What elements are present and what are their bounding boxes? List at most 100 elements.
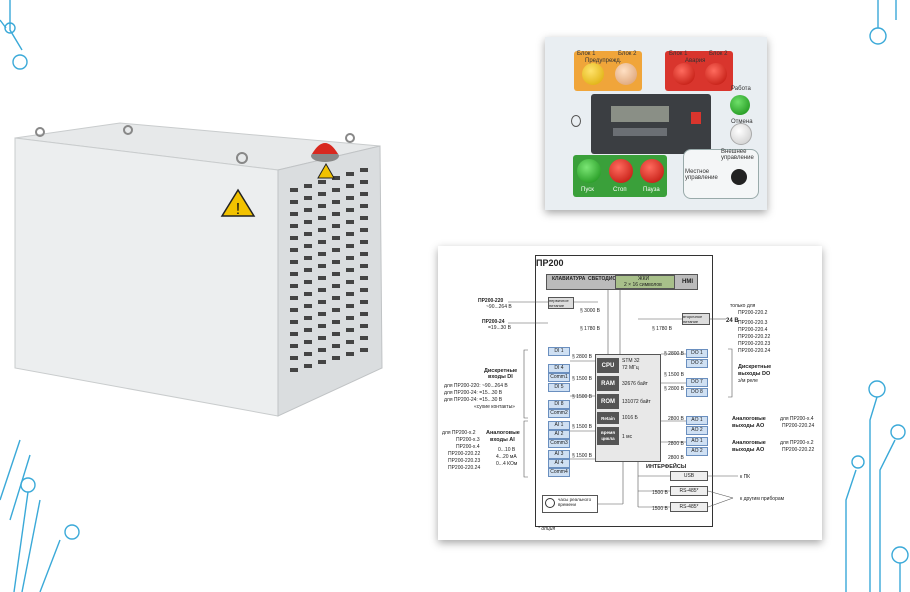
ai-iso-1: § 1500 В: [572, 424, 593, 430]
ai-label-2: входы AI: [490, 437, 515, 443]
pause-button: [640, 159, 664, 183]
retain-label: Retain: [597, 412, 619, 424]
rom-value: 131072 байт: [622, 399, 651, 405]
di-note-2: для ПР200-24: =15...30 В: [444, 390, 503, 396]
di-box-1: DI 1: [548, 347, 570, 356]
do-box-2: DO 2: [686, 359, 708, 368]
ao-label-b: Аналоговые: [732, 440, 766, 446]
di-label: Дискретные: [484, 368, 518, 374]
pr220-range: ~90...264 В: [486, 304, 512, 310]
do-box-7: DO 7: [686, 378, 708, 387]
ai-label: Аналоговые: [486, 430, 520, 436]
ai-note-6: ПР200-220.24: [448, 465, 481, 471]
only-for-1: ПР200-220.2: [738, 310, 768, 316]
ram-value: 32676 байт: [622, 381, 648, 387]
work-label: Работа: [731, 86, 751, 92]
ai-iso-2: § 1500 В: [572, 453, 593, 459]
do-label: Дискретные: [738, 364, 772, 370]
cycle-value: 1 мс: [622, 434, 633, 440]
cabinet-enclosure-image: !: [14, 122, 383, 417]
rs485-box-2: RS-485*: [670, 502, 708, 512]
secondary-power-box: [682, 313, 710, 325]
do-sub: э/м реле: [738, 378, 758, 384]
di-comm-1: Comm1: [548, 373, 570, 382]
only-for: только для: [730, 303, 756, 309]
di-label-2: входы DI: [488, 374, 513, 380]
ai-range-2: 4...20 мА: [496, 454, 517, 460]
ao-note-1: для ПР200-х.4: [780, 416, 814, 422]
only-for-4: ПР200-220.22: [738, 334, 771, 340]
power-out: 24 В: [726, 318, 739, 324]
ai-note-5: ПР200-220.23: [448, 458, 481, 464]
di-note-3: для ПР200-24: =15...30 В: [444, 397, 503, 403]
ai-range-1: 0...10 В: [498, 447, 516, 453]
cancel-label: Отмена: [731, 119, 753, 125]
di-iso-3: § 1500 В: [572, 394, 593, 400]
red-lamp-1: [673, 63, 695, 85]
do-box-1: DO 1: [686, 349, 708, 358]
ai-box-2: AI 2: [548, 430, 570, 439]
retain-value: 1016 Б: [622, 415, 638, 421]
yellow-lamp-1: [582, 63, 604, 85]
control-panel-photo: Блок 1 Блок 2 Предупрежд. Блок 1 Блок 2 …: [545, 37, 767, 210]
pr220-label: ПР200-220: [478, 298, 504, 304]
yellow-lamp-2: [615, 63, 637, 85]
ao-box-4: AO 2: [686, 447, 708, 456]
pr200-block-diagram: ПР200 КЛАВИАТУРА СВЕТОДИОДЫ ЖКИ 2 × 16 с…: [438, 246, 822, 540]
start-button: [577, 159, 601, 183]
external-control-label: Внешнее управление: [721, 149, 754, 161]
rom-label: ROM: [597, 394, 619, 409]
relay-lcd: [611, 106, 669, 122]
hmi-label: HMI: [682, 279, 693, 285]
cycle-label: время цикла: [597, 427, 619, 445]
do-box-8: DO 8: [686, 388, 708, 397]
hmi-keyboard: КЛАВИАТУРА: [552, 276, 586, 282]
warning-block-label-2: Блок 2: [618, 51, 637, 57]
only-for-6: ПР200-220.24: [738, 348, 771, 354]
rs485-box-1: RS-485*: [670, 486, 708, 496]
do-label-2: выходы DO: [738, 371, 771, 377]
pr24-label: ПР200-24: [482, 319, 505, 325]
clock-icon: [545, 498, 555, 508]
svg-text:!: !: [236, 201, 240, 218]
ai-box-1: AI 1: [548, 421, 570, 430]
cpu-label: CPU: [597, 358, 619, 373]
selector-knob: [731, 169, 747, 185]
ao-box-2: AO 2: [686, 426, 708, 435]
do-iso-2: § 1500 В: [664, 372, 685, 378]
only-for-2: ПР200-220.3: [738, 320, 768, 326]
iso-3000: § 3000 В: [580, 308, 601, 314]
ao-note-2: для ПР200-х.2: [780, 440, 814, 446]
white-button: [730, 123, 752, 145]
footnote: * опция: [538, 526, 556, 532]
hmi-leds: СВЕТОДИОДЫ: [588, 276, 625, 282]
ai-comm-3: Comm3: [548, 439, 570, 448]
hmi-lcd-sub: 2 × 16 символов: [624, 282, 662, 288]
ai-comm-4: Comm4: [548, 468, 570, 477]
green-lamp-work: [730, 95, 750, 115]
iso-1780-b: § 1780 В: [652, 326, 673, 332]
ai-note-2: ПР200-х.3: [456, 437, 480, 443]
to-pc-label: к ПК: [740, 474, 751, 480]
key-switch-icon: [571, 115, 581, 127]
do-iso-3: § 2800 В: [664, 386, 685, 392]
di-box-5: DI 5: [548, 383, 570, 392]
ai-note-4: ПР200-220.22: [448, 451, 481, 457]
ao-iso-3: 2800 В: [668, 455, 684, 461]
start-label: Пуск: [581, 187, 594, 193]
ao-label: Аналоговые: [732, 416, 766, 422]
alarm-block-label-1: Блок 1: [669, 51, 688, 57]
to-devices-label: к другим приборам: [740, 496, 785, 502]
relay-device: [591, 94, 711, 154]
ao-note-2b: ПР200-220.22: [782, 447, 815, 453]
local-control-label: Местное управление: [685, 169, 718, 181]
usb-box: USB: [670, 471, 708, 481]
diagram-title: ПР200: [536, 258, 564, 268]
pr24-range: =19...30 В: [488, 325, 511, 331]
ao-iso-2: 2800 В: [668, 441, 684, 447]
ai-range-3: 0...4 КОм: [496, 461, 518, 467]
di-iso-1: § 2800 В: [572, 354, 593, 360]
diagram-connectors: [508, 290, 738, 508]
ai-box-3: AI 3: [548, 450, 570, 459]
